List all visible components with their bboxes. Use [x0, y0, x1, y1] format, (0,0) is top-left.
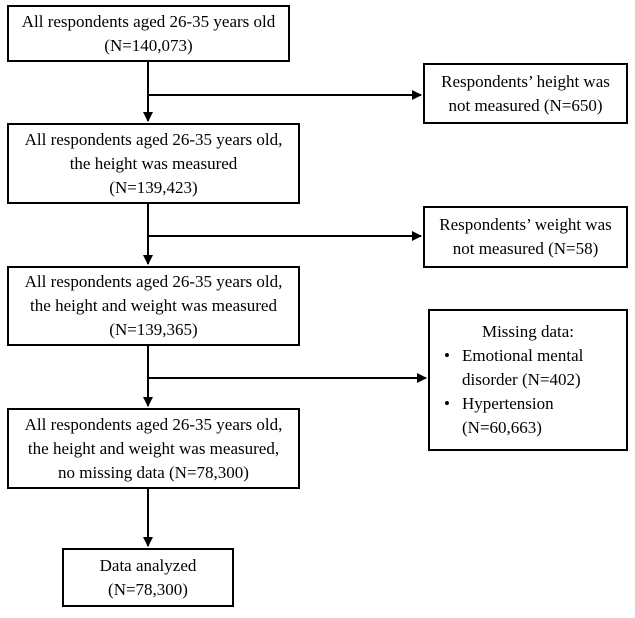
box-height-not-measured: Respondents’ height was not measured (N=…: [423, 63, 628, 124]
box-line: not measured (N=58): [452, 239, 599, 258]
box-data-analyzed: Data analyzed (N=78,300): [62, 548, 234, 607]
missing-data-title: Missing data:: [481, 322, 575, 341]
box-line: not measured (N=650): [448, 95, 603, 115]
box-line: (N=139,423): [109, 177, 198, 197]
box-line: All respondents aged 26-35 years old,: [24, 272, 283, 291]
list-item-line: Hypertension: [462, 394, 554, 413]
list-item: • Emotional mental disorder (N=402): [444, 344, 583, 392]
box-height-weight-measured: All respondents aged 26-35 years old, th…: [7, 266, 300, 346]
box-missing-data: Missing data: • Emotional mental disorde…: [428, 309, 628, 451]
box-no-missing-data: All respondents aged 26-35 years old, th…: [7, 408, 300, 489]
list-item: • Hypertension (N=60,663): [444, 392, 583, 440]
bullet-icon: •: [444, 394, 450, 413]
box-line: (N=78,300): [108, 579, 188, 599]
box-line: Respondents’ height was: [441, 71, 610, 91]
list-item-line: disorder (N=402): [462, 370, 581, 389]
box-weight-not-measured: Respondents’ weight was not measured (N=…: [423, 206, 628, 268]
missing-data-list: • Emotional mental disorder (N=402) • Hy…: [430, 344, 583, 440]
box-line: All respondents aged 26-35 years old,: [24, 414, 283, 434]
box-line: (N=140,073): [104, 35, 193, 55]
bullet-icon: •: [444, 346, 450, 365]
box-line: (N=139,365): [109, 320, 198, 339]
list-item-line: (N=60,663): [462, 418, 542, 437]
box-height-measured: All respondents aged 26-35 years old, th…: [7, 123, 300, 204]
box-line: All respondents aged 26-35 years old,: [24, 129, 283, 149]
box-line: Respondents’ weight was: [439, 215, 612, 234]
box-line: no missing data (N=78,300): [58, 462, 249, 482]
box-line: All respondents aged 26-35 years old: [21, 11, 276, 31]
box-line: the height and weight was measured,: [27, 438, 280, 458]
box-line: the height was measured: [69, 153, 238, 173]
list-item-line: Emotional mental: [462, 346, 584, 365]
box-all-respondents: All respondents aged 26-35 years old (N=…: [7, 5, 290, 62]
box-line: Data analyzed: [99, 555, 197, 575]
box-line: the height and weight was measured: [30, 296, 277, 315]
